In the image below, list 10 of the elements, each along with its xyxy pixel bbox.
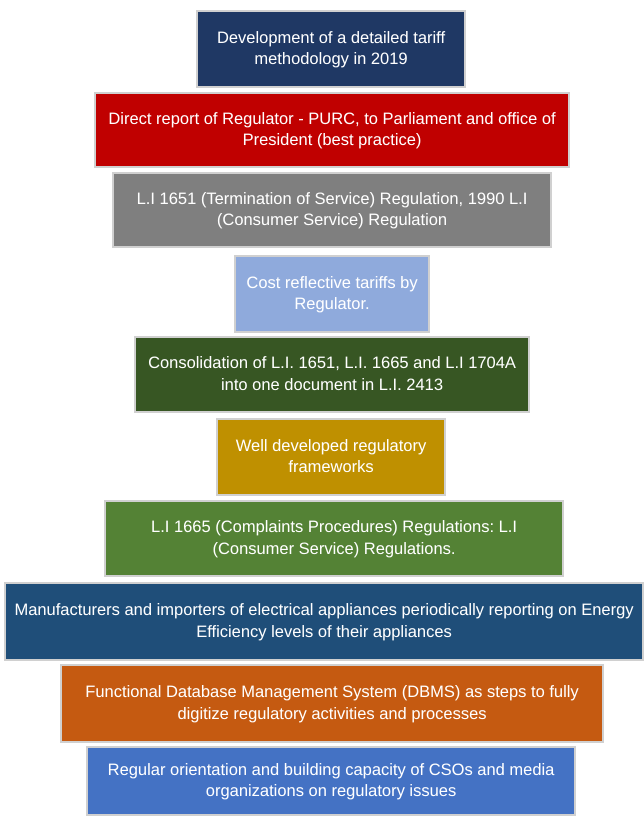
text-box: Consolidation of L.I. 1651, L.I. 1665 and L.I 1704A into one document in L.I. 2413 bbox=[134, 336, 530, 413]
text-box: Development of a detailed tariff methodology in 2019 bbox=[196, 10, 466, 88]
text-box: L.I 1665 (Complaints Procedures) Regulations: L.I (Consumer Service) Regulations. bbox=[104, 500, 564, 577]
text-box: Cost reflective tariffs by Regulator. bbox=[234, 255, 430, 333]
text-box: Regular orientation and building capacity of CSOs and media organizations on regulatory issues bbox=[86, 746, 576, 816]
text-box: L.I 1651 (Termination of Service) Regulation, 1990 L.I (Consumer Service) Regulation bbox=[112, 172, 552, 248]
text-box: Well developed regulatory frameworks bbox=[216, 418, 446, 496]
text-box: Manufacturers and importers of electrical appliances periodically reporting on Energy Efficiency levels of their appliances bbox=[4, 582, 644, 661]
text-box: Functional Database Management System (DBMS) as steps to fully digitize regulatory activities and processes bbox=[60, 664, 604, 743]
text-box: Direct report of Regulator - PURC, to Parliament and office of President (best practice) bbox=[94, 92, 570, 168]
